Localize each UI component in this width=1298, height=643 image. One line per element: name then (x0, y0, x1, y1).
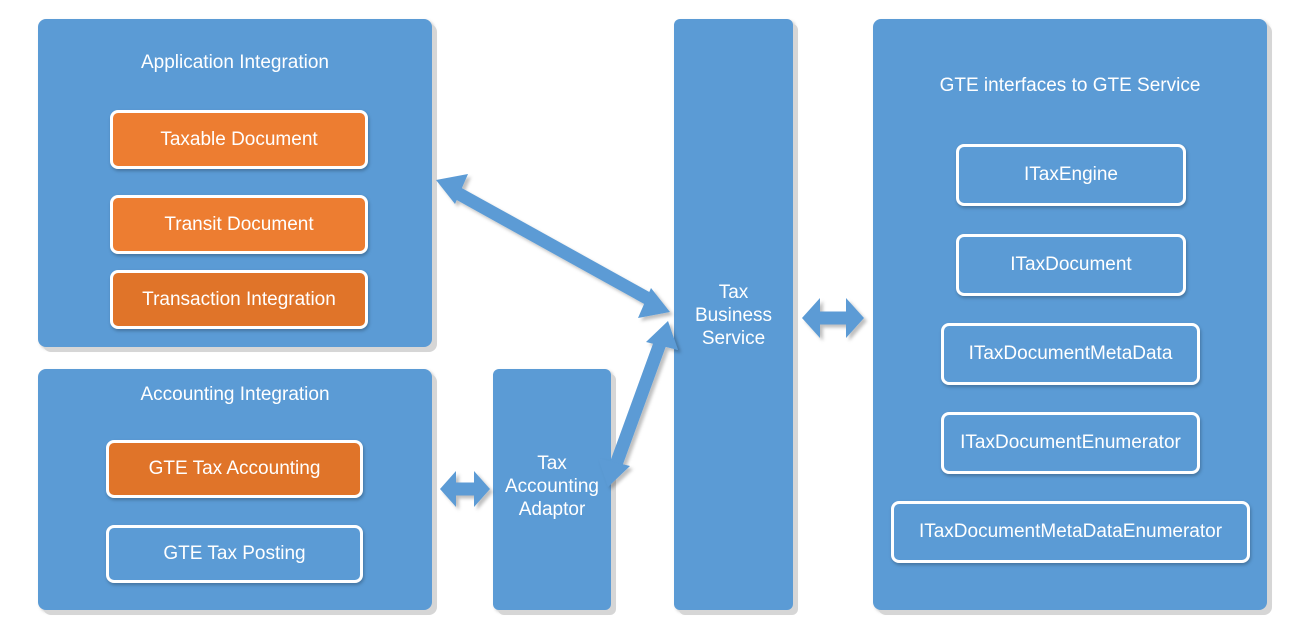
application-integration-title: Application Integration (140, 52, 329, 73)
application-integration-panel: Application Integration Taxable Document… (38, 19, 432, 347)
gte-interfaces-title: GTE interfaces to GTE Service (939, 75, 1201, 96)
transaction-integration-box[interactable]: Transaction Integration (110, 270, 368, 329)
double-arrow-icon (436, 174, 670, 318)
tax-accounting-adaptor-line-2: Accounting (504, 476, 599, 497)
double-arrow-icon (802, 298, 864, 338)
itaxdocumentmetadataenumerator-box[interactable]: ITaxDocumentMetaDataEnumerator (891, 501, 1250, 563)
itaxdocumentmetadata-box[interactable]: ITaxDocumentMetaData (941, 323, 1200, 385)
tax-accounting-adaptor-label: Tax Accounting Adaptor (493, 452, 611, 521)
itaxdocumentenumerator-box[interactable]: ITaxDocumentEnumerator (941, 412, 1200, 474)
tax-business-service-line-1: Tax (718, 282, 749, 303)
tax-accounting-adaptor-line-1: Tax (537, 453, 567, 474)
tax-accounting-adaptor-panel: Tax Accounting Adaptor (493, 369, 611, 610)
gte-tax-accounting-box[interactable]: GTE Tax Accounting (106, 440, 363, 498)
transit-document-box[interactable]: Transit Document (110, 195, 368, 254)
tax-business-service-panel: Tax Business Service (674, 19, 793, 610)
double-arrow-icon (598, 321, 678, 487)
tax-business-service-line-3: Service (701, 328, 766, 349)
accounting-integration-panel: Accounting Integration GTE Tax Accountin… (38, 369, 432, 610)
tax-business-service-label: Tax Business Service (674, 281, 793, 350)
gte-tax-posting-box[interactable]: GTE Tax Posting (106, 525, 363, 583)
double-arrow-icon (440, 471, 490, 507)
gte-interfaces-panel: GTE interfaces to GTE Service ITaxEngine… (873, 19, 1267, 610)
tax-business-service-line-2: Business (694, 305, 773, 326)
tax-accounting-adaptor-line-3: Adaptor (518, 499, 586, 520)
taxable-document-box[interactable]: Taxable Document (110, 110, 368, 169)
accounting-integration-title: Accounting Integration (140, 384, 330, 405)
itaxdocument-box[interactable]: ITaxDocument (956, 234, 1186, 296)
itaxengine-box[interactable]: ITaxEngine (956, 144, 1186, 206)
